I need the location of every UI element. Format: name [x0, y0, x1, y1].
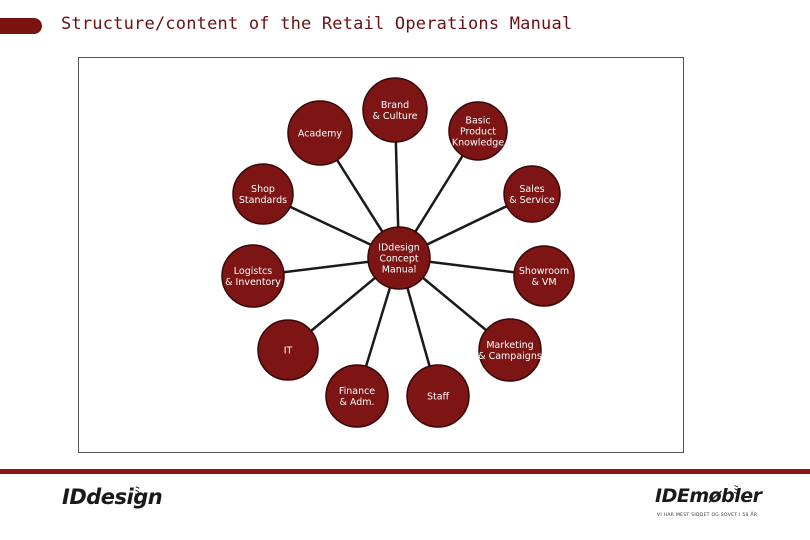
- node-circle-shop: [232, 163, 294, 225]
- node-label-basic: Product: [460, 127, 496, 138]
- node-label-logistics: Logistcs: [234, 266, 273, 277]
- idemobler-logo: IDEmøbler ﾐ VI HAR MEST SIDDET OG SOVET …: [655, 483, 765, 525]
- node-showroom: Showroom& VM: [513, 245, 575, 307]
- footer-bar: [0, 469, 810, 474]
- logo-swirl-icon: ﾐ: [134, 485, 141, 500]
- node-brand: Brand& Culture: [362, 77, 428, 143]
- node-label-it: IT: [284, 346, 293, 357]
- node-circle-staff: [406, 364, 470, 428]
- node-label-basic: Knowledge: [452, 138, 504, 149]
- node-label-showroom: Showroom: [519, 266, 569, 277]
- node-circle-showroom: [513, 245, 575, 307]
- node-circle-finance: [325, 364, 389, 428]
- node-circle-it: [257, 319, 319, 381]
- node-label-staff: Staff: [427, 392, 450, 403]
- slide-title: Structure/content of the Retail Operatio…: [61, 14, 573, 34]
- node-it: IT: [257, 319, 319, 381]
- node-label-center: IDdesign: [378, 243, 420, 254]
- node-circle-academy: [287, 100, 353, 166]
- node-label-shop: Shop: [251, 184, 275, 195]
- title-accent-tab: [0, 18, 42, 34]
- node-label-basic: Basic: [465, 116, 490, 127]
- node-academy: Academy: [287, 100, 353, 166]
- node-logistics: Logistcs& Inventory: [221, 244, 285, 308]
- node-label-finance: & Adm.: [339, 397, 374, 408]
- iddesign-logo: IDdesign ﾐ: [62, 485, 163, 519]
- idemobler-logo-text: IDEmøbler: [655, 485, 762, 507]
- node-label-marketing: & Campaigns: [478, 351, 542, 362]
- node-label-finance: Finance: [339, 386, 375, 397]
- iddesign-logo-text: IDdesign: [62, 485, 163, 509]
- node-marketing: Marketing& Campaigns: [478, 318, 542, 382]
- node-label-center: Concept: [379, 254, 419, 265]
- node-label-sales: & Service: [509, 195, 555, 206]
- node-label-brand: & Culture: [372, 111, 417, 122]
- node-circle-basic: [448, 101, 508, 161]
- node-circle-marketing: [478, 318, 542, 382]
- node-sales: Sales& Service: [503, 165, 561, 223]
- node-circle-logistics: [221, 244, 285, 308]
- node-label-center: Manual: [382, 265, 417, 276]
- node-label-brand: Brand: [381, 100, 409, 111]
- node-label-logistics: & Inventory: [225, 277, 281, 288]
- logo-swirl-icon: ﾐ: [733, 483, 740, 497]
- node-staff: Staff: [406, 364, 470, 428]
- node-label-sales: Sales: [519, 184, 544, 195]
- node-circle-brand: [362, 77, 428, 143]
- node-circle-center: [367, 226, 431, 290]
- node-finance: Finance& Adm.: [325, 364, 389, 428]
- node-label-shop: Standards: [239, 195, 287, 206]
- node-label-academy: Academy: [298, 129, 343, 140]
- node-label-showroom: & VM: [531, 277, 556, 288]
- idemobler-tagline: VI HAR MEST SIDDET OG SOVET I 50 ÅR: [657, 513, 758, 518]
- node-circle-sales: [503, 165, 561, 223]
- node-label-marketing: Marketing: [486, 340, 533, 351]
